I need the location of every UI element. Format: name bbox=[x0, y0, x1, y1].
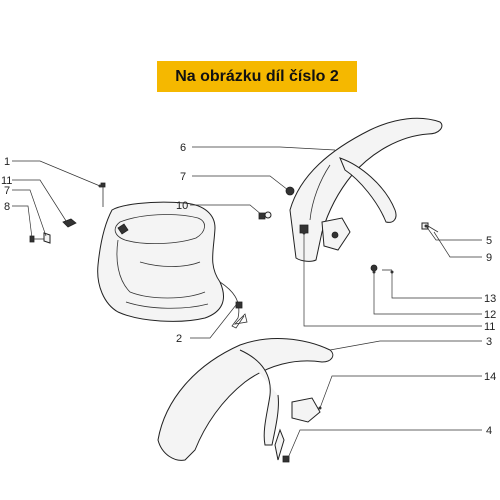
callout-11-right: 11 bbox=[484, 321, 495, 333]
mudguard-part bbox=[289, 117, 443, 262]
callout-10: 10 bbox=[176, 200, 188, 212]
callout-14: 14 bbox=[484, 371, 496, 383]
callout-5: 5 bbox=[486, 235, 492, 247]
callout-6: 6 bbox=[180, 142, 186, 154]
leader-lines bbox=[12, 146, 482, 460]
callout-7-left: 7 bbox=[4, 185, 10, 197]
callout-2: 2 bbox=[176, 333, 182, 345]
callout-13: 13 bbox=[484, 293, 496, 305]
part-number-banner: Na obrázku díl číslo 2 bbox=[157, 61, 357, 92]
banner-text: Na obrázku díl číslo 2 bbox=[175, 67, 339, 85]
front-fender-part bbox=[157, 338, 334, 463]
callout-9: 9 bbox=[486, 252, 492, 264]
callout-3: 3 bbox=[486, 336, 492, 348]
callout-11-left: 11 bbox=[1, 175, 12, 187]
callout-1: 1 bbox=[4, 156, 10, 168]
callout-labels: 1 11 7 8 10 2 6 7 5 9 13 12 11 3 14 4 bbox=[1, 142, 496, 437]
callout-4: 4 bbox=[486, 425, 492, 437]
callout-8: 8 bbox=[4, 201, 10, 213]
callout-7-right: 7 bbox=[180, 171, 186, 183]
clip-parts bbox=[29, 218, 77, 244]
screw-part-1 bbox=[100, 182, 106, 207]
callout-12: 12 bbox=[484, 309, 496, 321]
inner-shield-part bbox=[97, 201, 248, 329]
